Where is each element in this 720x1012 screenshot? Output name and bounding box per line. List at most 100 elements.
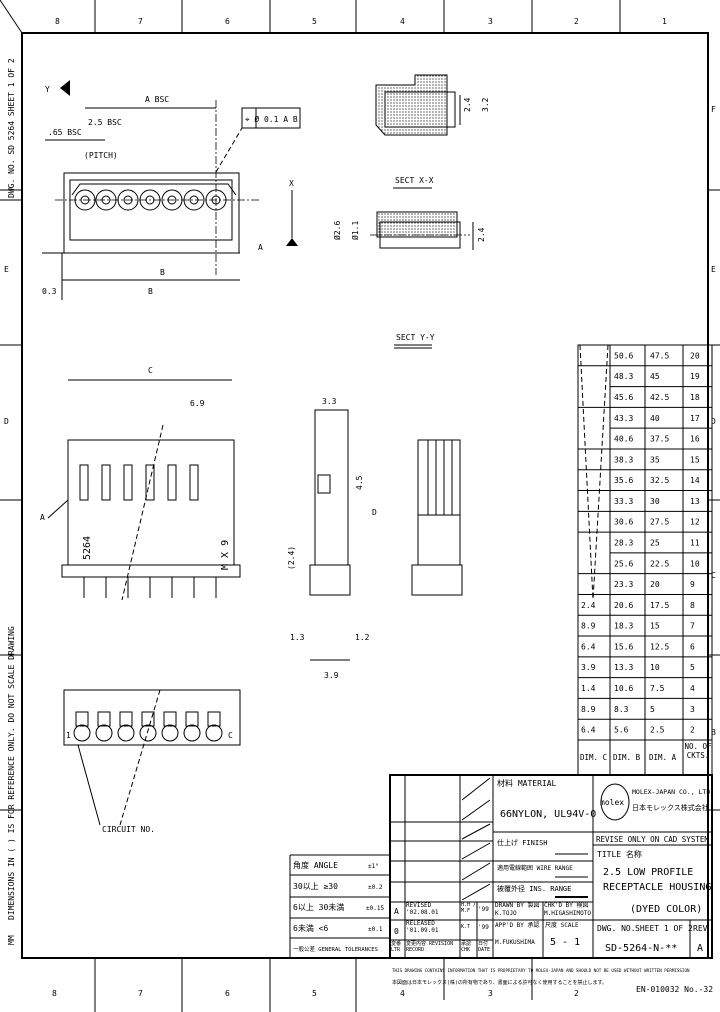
dim-a-cell: 27.5 [650, 518, 669, 527]
svg-text:±0.1: ±0.1 [368, 926, 383, 933]
dim-b-cell: 43.3 [614, 414, 633, 423]
ckts-cell: 8 [690, 601, 695, 610]
drawn-by-name: K.TOJO [495, 910, 517, 917]
svg-text:E: E [4, 265, 9, 274]
svg-text:3.9: 3.9 [324, 671, 339, 680]
ckts-cell: 12 [690, 518, 700, 527]
svg-text:(DYED COLOR): (DYED COLOR) [630, 904, 702, 915]
svg-text:角度 ANGLE: 角度 ANGLE [293, 860, 338, 870]
zone-labels-side: F E D C B D E [4, 105, 716, 737]
svg-text:B: B [148, 287, 153, 296]
svg-text:適用電線範囲 WIRE RANGE: 適用電線範囲 WIRE RANGE [497, 864, 573, 872]
ckts-cell: 7 [690, 622, 695, 631]
svg-text:6: 6 [225, 17, 230, 26]
margin-note: DIMENSIONS IN ( ) IS FOR REFERENCE ONLY.… [7, 626, 16, 945]
drawn-by-label: DRAWN BY 製図 [495, 902, 540, 909]
ckts-cell: 17 [690, 414, 700, 423]
title-block: 材料 MATERIAL 66NYLON, UL94V-0 molex MOLEX… [289, 774, 714, 959]
top-view: A BSC .65 BSC 2.5 BSC (PITCH) ⌖ Ø 0.1 A … [42, 80, 301, 300]
dim-a-cell: 15 [650, 622, 660, 631]
approved-by-name: M.FUKUSHIMA [495, 939, 535, 946]
svg-text:F: F [711, 105, 716, 114]
revision-a-by: H.H / M.F [461, 902, 477, 914]
svg-text:2: 2 [574, 989, 579, 998]
ckts-cell: 13 [690, 497, 700, 506]
dim-a-cell: 32.5 [650, 476, 669, 485]
dim-a-cell: 42.5 [650, 393, 669, 402]
dim-a-cell: 22.5 [650, 559, 669, 568]
tolerance-table: 角度 ANGLE ±1° 30以上 ≥30 ±0.2 6以上 30未満 ±0.1… [293, 860, 384, 953]
svg-text:(PITCH): (PITCH) [84, 151, 118, 160]
svg-text:4: 4 [400, 989, 405, 998]
svg-text:6: 6 [225, 989, 230, 998]
svg-text:DIMENSIONS IN ( ) IS FOR REFER: DIMENSIONS IN ( ) IS FOR REFERENCE ONLY.… [7, 626, 16, 920]
svg-text:A: A [40, 513, 45, 522]
ckts-cell: 11 [690, 539, 700, 548]
svg-text:C: C [228, 731, 233, 740]
ckts-cell: 9 [690, 580, 695, 589]
svg-text:DWG. NO.: DWG. NO. [597, 924, 636, 933]
dim-a-cell: 10 [650, 663, 660, 672]
dim-c-cell: 1.4 [581, 684, 596, 693]
ckts-cell: 2 [690, 726, 695, 735]
svg-text:材料 MATERIAL: 材料 MATERIAL [497, 778, 557, 788]
svg-text:0.3: 0.3 [42, 287, 57, 296]
dim-a-cell: 47.5 [650, 351, 669, 360]
svg-text:SECT Y-Y: SECT Y-Y [396, 333, 435, 342]
molex-logo: molex [600, 783, 630, 821]
dim-a-cell: 40 [650, 414, 660, 423]
svg-text:2.4: 2.4 [477, 227, 486, 242]
svg-text:8: 8 [52, 989, 57, 998]
dim-b-cell: 50.6 [614, 351, 633, 360]
svg-text:B: B [711, 728, 716, 737]
svg-text:±0.15: ±0.15 [366, 905, 384, 912]
svg-text:3: 3 [488, 989, 493, 998]
dim-c-cell: 3.9 [581, 663, 596, 672]
svg-text:±0.2: ±0.2 [368, 884, 383, 891]
dim-a-cell: 2.5 [650, 726, 665, 735]
margin-drawing-number: DWG. NO. SD 5264 SHEET 1 OF 2 [0, 58, 22, 201]
svg-text:A: A [258, 243, 263, 252]
svg-text:日本モレックス株式会社: 日本モレックス株式会社 [632, 803, 709, 812]
svg-text:2.5 BSC: 2.5 BSC [88, 118, 122, 127]
dim-b-cell: 30.6 [614, 518, 633, 527]
dim-a-cell: 45 [650, 372, 660, 381]
svg-text:TITLE 名称: TITLE 名称 [597, 849, 642, 859]
side-view: 3.3 4.5 D (2.4) 1.3 1.2 3.9 [287, 397, 377, 680]
svg-text:D: D [711, 417, 716, 426]
svg-text:66NYLON, UL94V-0: 66NYLON, UL94V-0 [500, 809, 596, 820]
svg-text:DWG. NO. SD 5264 SHEET 1 OF 2: DWG. NO. SD 5264 SHEET 1 OF 2 [7, 58, 16, 198]
svg-text:⌖ Ø 0.1 A B: ⌖ Ø 0.1 A B [245, 114, 298, 124]
svg-text:.65 BSC: .65 BSC [48, 128, 82, 137]
dim-c-cell: 6.4 [581, 642, 596, 651]
rev-desc-header: 変更内容 REVISION RECORD [406, 941, 454, 953]
svg-text:A BSC: A BSC [145, 95, 169, 104]
svg-text:(2.4): (2.4) [287, 546, 296, 570]
dim-a-cell: 7.5 [650, 684, 665, 693]
dim-b-cell: 45.6 [614, 393, 633, 402]
ckts-cell: 19 [690, 372, 700, 381]
svg-text:D: D [372, 508, 377, 517]
dim-b-cell: 20.6 [614, 601, 633, 610]
header-dim-c: DIM. C [580, 753, 607, 762]
svg-text:Ø1.1: Ø1.1 [350, 221, 360, 240]
section-x-x: 2.4 3.2 SECT X-X [375, 74, 490, 189]
zone-labels-bottom: 8 7 6 5 4 3 2 [52, 989, 579, 998]
svg-text:1.3: 1.3 [290, 633, 305, 642]
svg-text:6未満 <6: 6未満 <6 [293, 923, 328, 933]
dim-c-cell: 8.9 [581, 622, 596, 631]
dim-a-cell: 17.5 [650, 601, 669, 610]
svg-text:RECEPTACLE HOUSING: RECEPTACLE HOUSING [603, 882, 711, 893]
dim-b-cell: 35.6 [614, 476, 633, 485]
dim-a-cell: 25 [650, 539, 660, 548]
bottom-view: 1 C CIRCUIT NO. [63, 689, 241, 834]
dim-b-cell: 10.6 [614, 684, 633, 693]
svg-text:M X 9: M X 9 [220, 540, 231, 570]
svg-text:E: E [711, 265, 716, 274]
back-view [411, 439, 463, 596]
svg-text:MM: MM [7, 935, 16, 945]
svg-text:1: 1 [662, 17, 667, 26]
svg-text:±1°: ±1° [368, 863, 379, 870]
ckts-cell: 15 [690, 455, 700, 464]
